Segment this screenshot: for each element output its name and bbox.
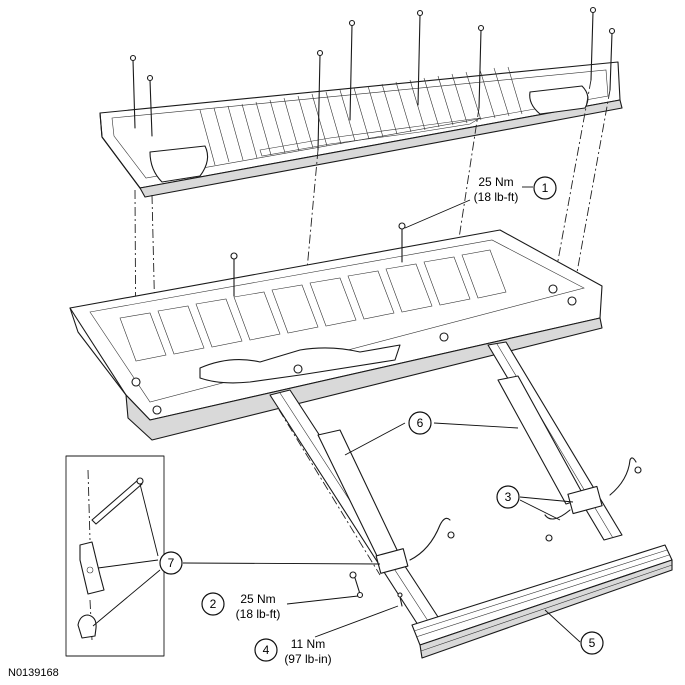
left-pocket — [149, 145, 209, 183]
screw-icon — [447, 531, 455, 539]
step-bar — [411, 544, 673, 659]
callout-7-number: 7 — [168, 556, 175, 570]
screw-icon — [634, 466, 642, 474]
callout-1-torque-imperial: (18 lb-ft) — [474, 190, 519, 204]
callout-1-number: 1 — [542, 181, 549, 195]
screw-icon — [349, 571, 364, 599]
callout-5-number: 5 — [589, 636, 596, 650]
callout-3: 3 — [496, 485, 520, 509]
bolt-icon — [608, 27, 616, 91]
body-screw-icon — [398, 222, 406, 263]
clip-icon — [77, 614, 97, 639]
latch-mechanism — [199, 344, 401, 384]
right-pocket — [529, 85, 589, 115]
callout-6: 6 — [408, 411, 432, 435]
callout-4-number: 4 — [263, 643, 270, 657]
detail-inset — [65, 455, 165, 657]
cable-left — [409, 517, 451, 561]
callout-3-number: 3 — [505, 490, 512, 504]
bolt-icon — [348, 19, 356, 121]
callout-4-torque-nm: 11 Nm — [291, 637, 325, 651]
callout-7: 7 — [159, 551, 183, 575]
callout-2-torque-nm: 25 Nm — [240, 592, 275, 606]
bolt-icon — [589, 6, 597, 81]
callout-1: 25 Nm (18 lb-ft) 1 — [474, 175, 557, 204]
hinge-brackets — [349, 457, 642, 607]
bolt-icon — [146, 74, 154, 137]
pin-icon — [91, 479, 143, 525]
screw-icon — [397, 592, 403, 607]
cable-right — [609, 457, 637, 496]
callout-4-torque-imperial: (97 lb-in) — [284, 652, 331, 666]
callout-2-torque-imperial: (18 lb-ft) — [236, 607, 281, 621]
figure-id: N0139168 — [8, 667, 59, 679]
panel-ribs — [199, 66, 523, 166]
body-recesses — [119, 249, 507, 362]
callout-6-number: 6 — [417, 416, 424, 430]
bolt-icon — [129, 54, 137, 129]
callout-1-torque-nm: 25 Nm — [478, 175, 513, 189]
tailgate-inner-panel — [99, 61, 623, 198]
tailgate-body — [69, 222, 603, 441]
leader-lines — [92, 186, 581, 643]
bolt-icon — [416, 9, 424, 106]
screw-icon — [545, 534, 553, 542]
callout-2: 2 25 Nm (18 lb-ft) — [201, 592, 281, 621]
bolt-icon — [316, 49, 324, 151]
callout-2-number: 2 — [210, 597, 217, 611]
top-panel-bolts — [129, 6, 616, 151]
body-screw-icon — [230, 252, 238, 297]
callout-5: 5 — [580, 631, 604, 655]
callout-4: 4 11 Nm (97 lb-in) — [254, 637, 332, 666]
bolt-icon — [477, 24, 485, 109]
hinge-piece — [79, 541, 105, 595]
